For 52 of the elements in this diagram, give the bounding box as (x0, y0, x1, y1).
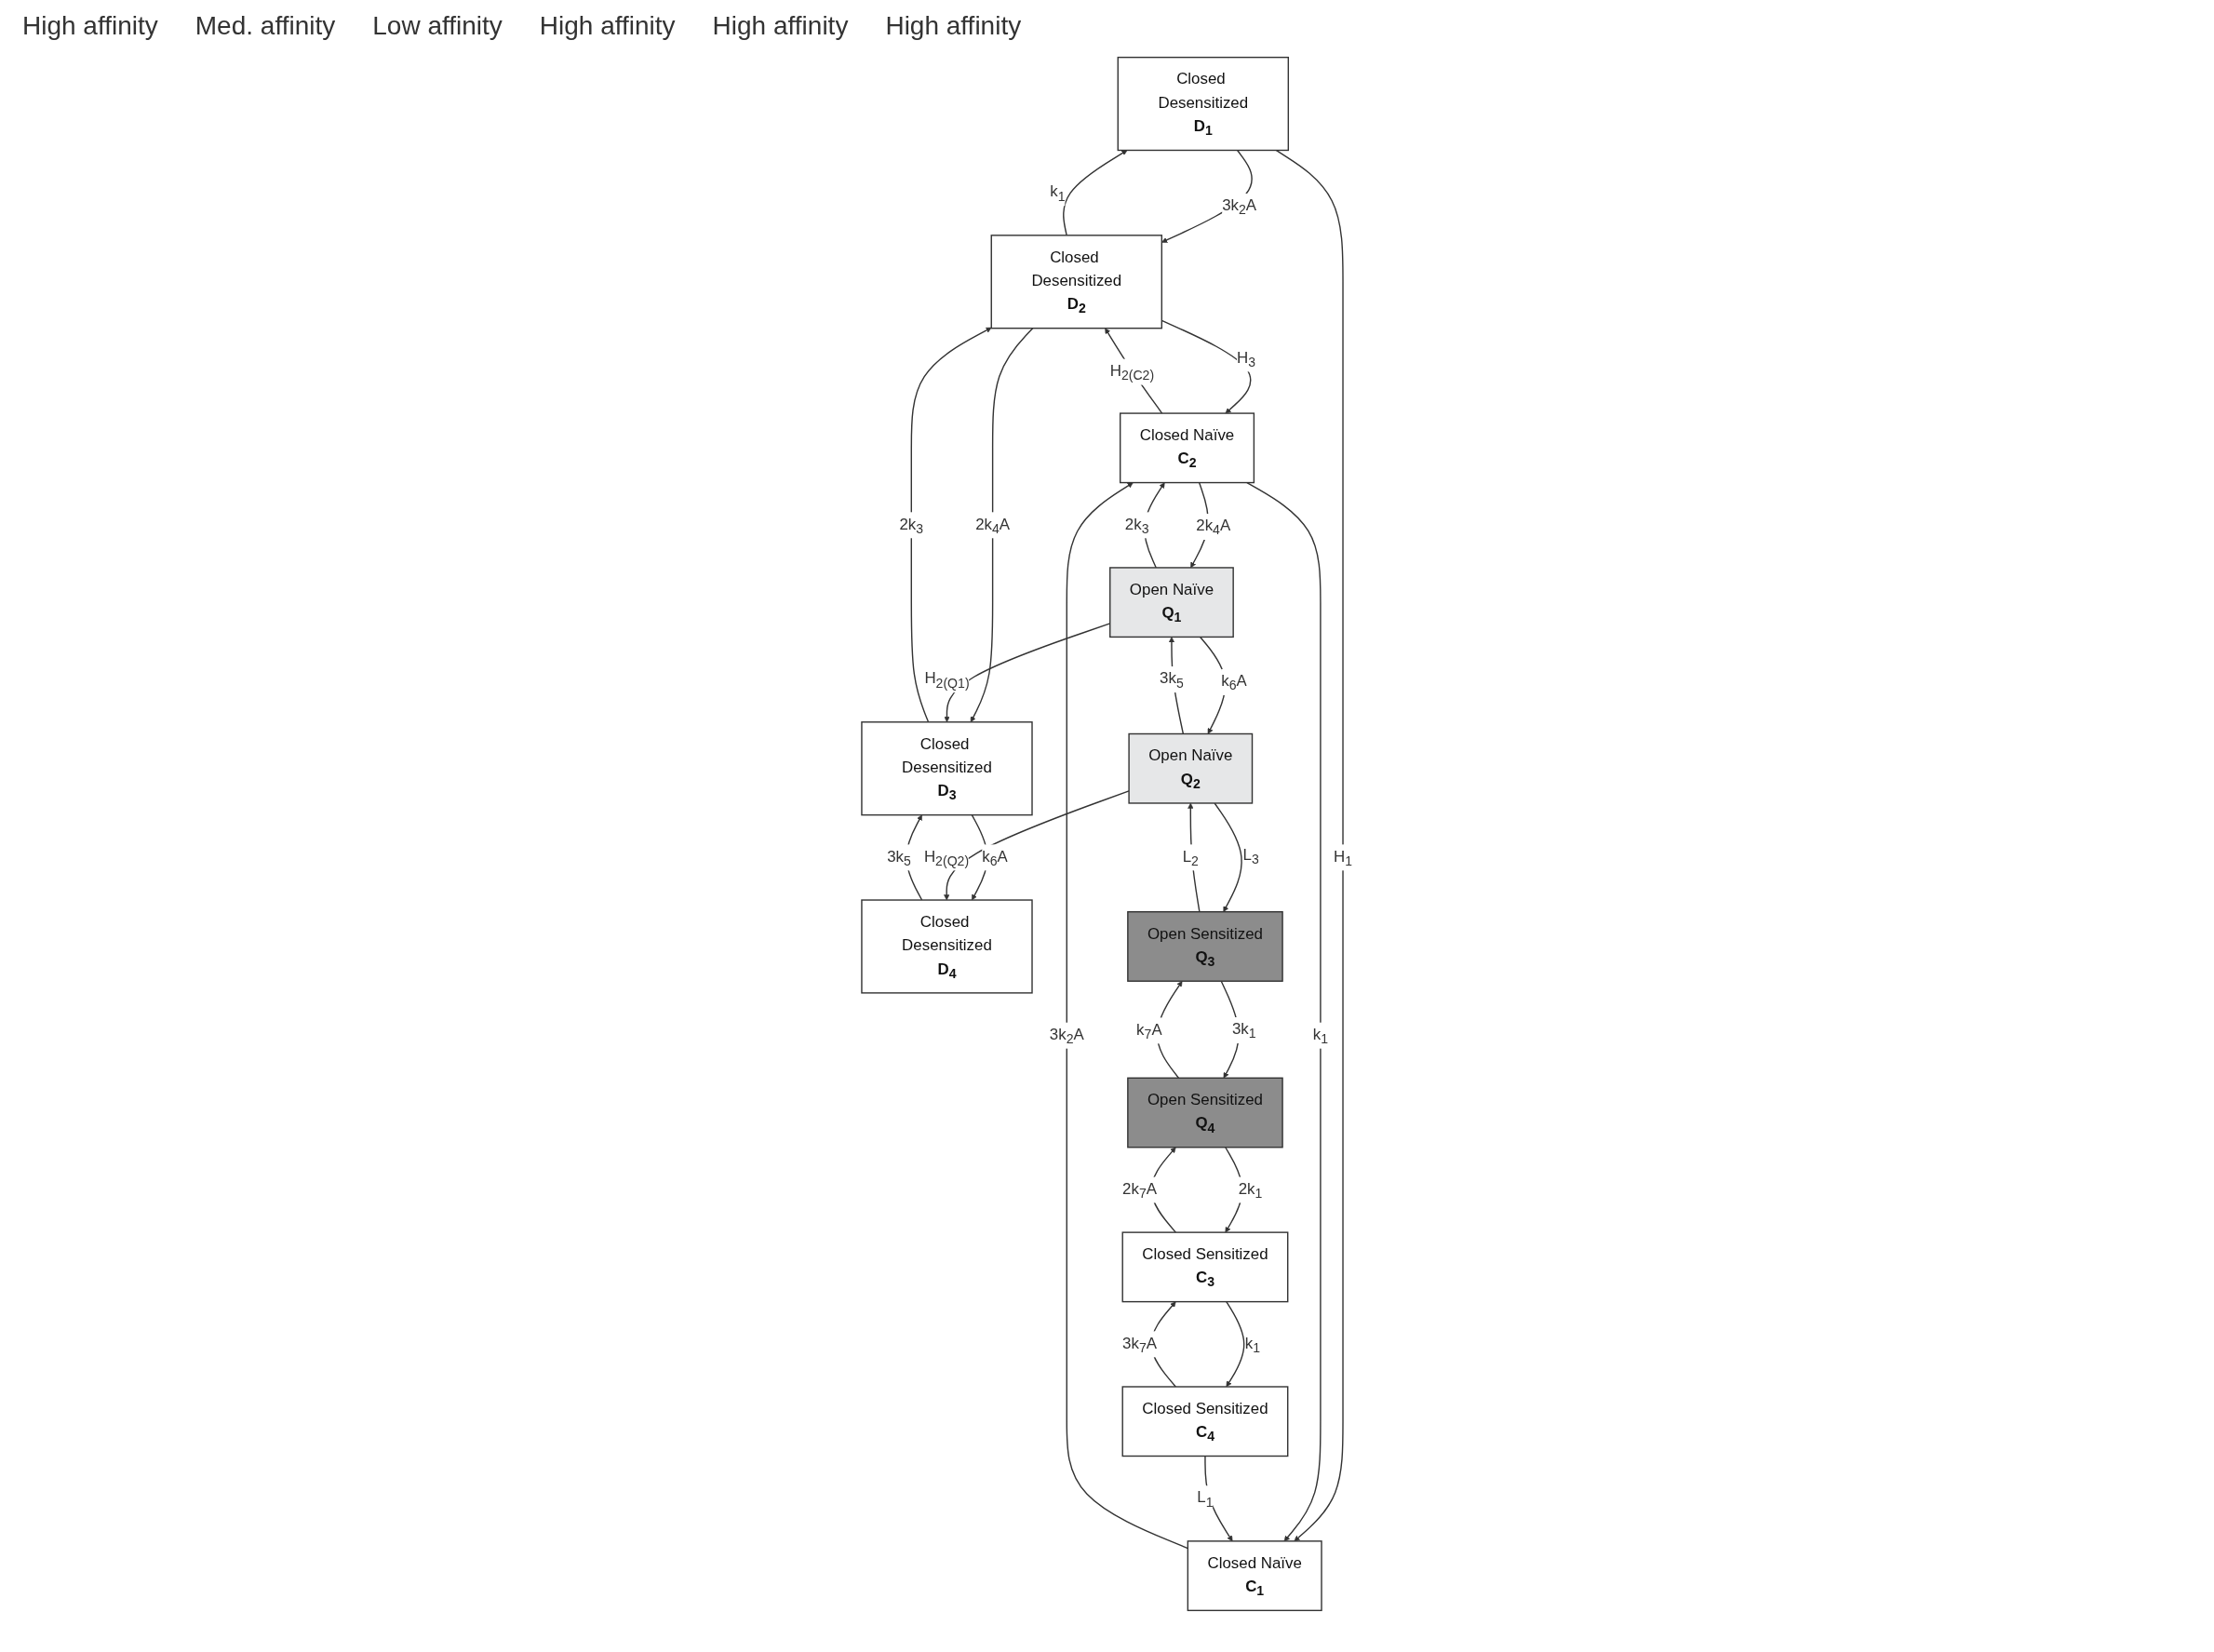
affinity-note: High affinity (885, 11, 1022, 41)
arrow (1105, 328, 1163, 414)
node-box: Closed Sensitized C$_{4}$ (1121, 1386, 1289, 1457)
edge-label: 3k$_{2}$A (1222, 195, 1257, 218)
edge-label: 2k$_{4}$A (975, 515, 1011, 536)
edge-label: 3k$_{1}$ (1231, 1019, 1256, 1041)
edge-label: k$_{6}$A (1221, 671, 1247, 693)
node-box: Open Naïve Q$_{1}$ (1109, 567, 1234, 638)
edge-label: 2k$_{4}$A (1196, 516, 1231, 538)
affinity-note: Med. affinity (195, 11, 336, 41)
affinity-note: High affinity (539, 11, 676, 41)
affinity-note: High affinity (22, 11, 158, 41)
node-box: Open Sensitized Q$_{4}$ (1127, 1077, 1283, 1148)
edge-label: 3k$_{2}$A (1049, 1025, 1084, 1046)
edge-label: 2k$_{7}$A (1122, 1179, 1158, 1201)
node-box: Closed Desensitized D$_{3}$ (861, 721, 1033, 816)
edge-label: L$_{3}$ (1242, 845, 1259, 866)
edge-label: k$_{1}$ (1312, 1025, 1329, 1046)
node-box: Closed Desensitized D$_{4}$ (861, 899, 1033, 994)
edge-label: L$_{1}$ (1197, 1487, 1214, 1510)
arrow (1246, 481, 1322, 1542)
arrow (1226, 1300, 1245, 1388)
affinity-note: Low affinity (372, 11, 503, 41)
edge-label: 3k$_{5}$ (887, 847, 911, 868)
node-box: Closed Naïve C$_{2}$ (1120, 412, 1255, 484)
node-box: Open Sensitized Q$_{3}$ (1127, 911, 1283, 982)
edge-label: H$_{2(C2)}$ (1109, 361, 1155, 383)
node-box: Closed Desensitized D$_{2}$ (990, 235, 1163, 329)
edge-label: 3k$_{5}$ (1160, 668, 1184, 691)
edge-label: 2k$_{3}$ (899, 515, 924, 536)
arrow (970, 328, 1034, 723)
edge-label: L$_{2}$ (1182, 847, 1199, 868)
node-box: Closed Sensitized C$_{3}$ (1121, 1231, 1289, 1303)
edge-label: H$_{2(Q1)}$ (924, 668, 970, 691)
edge-label: 2k$_{1}$ (1238, 1179, 1263, 1201)
arrow (1214, 802, 1242, 912)
arrow (1275, 149, 1344, 1542)
edge-label: 2k$_{3}$ (1124, 515, 1149, 536)
edge-label: H$_{1}$ (1334, 847, 1353, 868)
node-box: Open Naïve Q$_{2}$ (1128, 732, 1254, 804)
edge-label: H$_{2(Q2)}$ (923, 847, 970, 868)
edge-label: 3k$_{7}$A (1122, 1334, 1158, 1355)
arrow (910, 327, 992, 723)
edge-label: k$_{6}$A (982, 847, 1008, 868)
affinity-note: High affinity (712, 11, 849, 41)
arrow (1063, 150, 1128, 236)
edge-label: H$_{3}$ (1237, 348, 1256, 369)
edge-label: k$_{7}$A (1136, 1020, 1162, 1041)
edge-label: k$_{1}$ (1244, 1334, 1260, 1355)
node-box: Closed Desensitized D$_{1}$ (1117, 56, 1290, 152)
node-box: Closed Naïve C$_{1}$ (1187, 1540, 1322, 1612)
edge-label: k$_{1}$ (1050, 181, 1066, 204)
